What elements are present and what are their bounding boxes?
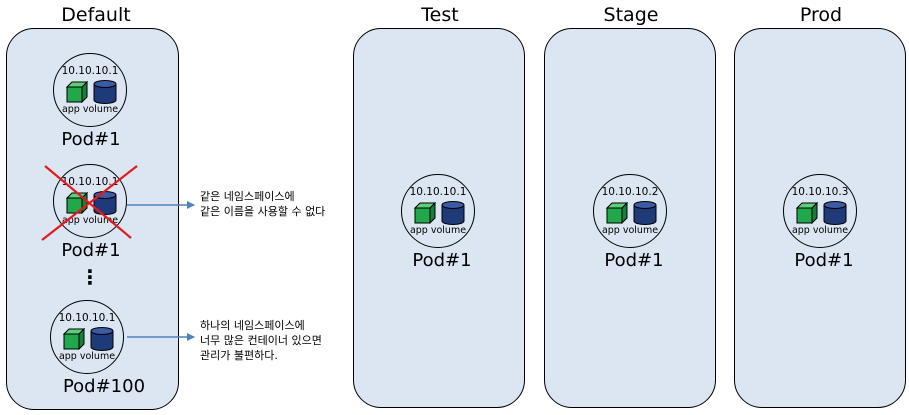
app-container-icon — [414, 202, 436, 224]
volume-icon — [823, 201, 847, 225]
volume-icon — [441, 201, 465, 225]
namespace-title-prod: Prod — [799, 4, 843, 26]
note-too-many-containers: 하나의 네임스페이스에 너무 많은 컨테이너 있으면 관리가 불편하다. — [200, 319, 322, 362]
app-label: app — [61, 215, 80, 226]
pod-ip: 10.10.10.2 — [601, 186, 659, 198]
namespace-title-default: Default — [61, 4, 131, 26]
pod-name: Pod#1 — [61, 240, 121, 261]
app-container-icon — [63, 328, 85, 350]
pod-ip: 10.10.10.1 — [409, 186, 467, 198]
pod-contents-label: app volume — [54, 215, 126, 226]
pod-name: Pod#1 — [794, 250, 854, 271]
note-duplicate-name: 같은 네임스페이스에 같은 이름을 사용할 수 없다 — [200, 190, 326, 218]
pod-contents-label: app volume — [54, 104, 126, 115]
pod-ip: 10.10.10.1 — [61, 176, 119, 188]
volume-label: volume — [812, 225, 849, 236]
app-label: app — [791, 225, 810, 236]
volume-label: volume — [79, 351, 116, 362]
pod-name: Pod#100 — [62, 376, 146, 397]
pod-name: Pod#1 — [412, 250, 472, 271]
volume-icon — [93, 191, 117, 215]
app-label: app — [61, 104, 80, 115]
pod-circle: 10.10.10.2 app volume — [593, 174, 667, 248]
pod-ip: 10.10.10.3 — [791, 186, 849, 198]
pod-circle: 10.10.10.3 app volume — [783, 174, 857, 248]
pod-contents-label: app volume — [402, 225, 474, 236]
app-container-icon — [606, 202, 628, 224]
app-label: app — [58, 351, 77, 362]
pod-circle: 10.10.10.1 app volume — [50, 300, 124, 374]
pod-circle: 10.10.10.1 app volume — [53, 53, 127, 127]
volume-label: volume — [82, 215, 119, 226]
app-label: app — [601, 225, 620, 236]
volume-label: volume — [622, 225, 659, 236]
volume-label: volume — [82, 104, 119, 115]
pod-ip: 10.10.10.1 — [58, 312, 116, 324]
app-container-icon — [796, 202, 818, 224]
pod-name: Pod#1 — [61, 129, 121, 150]
app-container-icon — [66, 81, 88, 103]
pod-contents-label: app volume — [51, 351, 123, 362]
volume-icon — [633, 201, 657, 225]
cross-line-icon — [41, 165, 138, 241]
ellipsis: ⋮ — [80, 265, 100, 289]
pod-circle: 10.10.10.1 app volume — [401, 174, 475, 248]
cross-line-icon — [44, 165, 132, 239]
volume-icon — [93, 80, 117, 104]
volume-icon — [90, 327, 114, 351]
pod-ip: 10.10.10.1 — [61, 65, 119, 77]
namespace-title-stage: Stage — [603, 4, 659, 26]
pod-contents-label: app volume — [784, 225, 856, 236]
pod-contents-label: app volume — [594, 225, 666, 236]
volume-label: volume — [430, 225, 467, 236]
pod-name: Pod#1 — [604, 250, 664, 271]
namespace-title-test: Test — [421, 4, 459, 26]
app-label: app — [409, 225, 428, 236]
